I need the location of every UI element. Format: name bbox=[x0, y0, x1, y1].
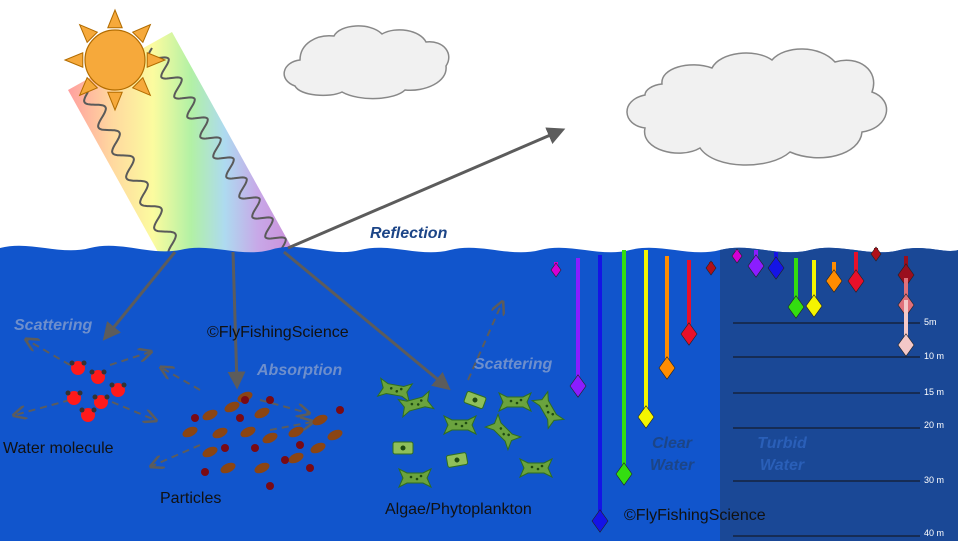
light-penetration-bar bbox=[870, 246, 882, 262]
copyright-label: ©FlyFishingScience bbox=[624, 507, 766, 524]
light-penetration-bar bbox=[731, 248, 743, 264]
water-body bbox=[0, 245, 958, 541]
turbid-water-region bbox=[720, 247, 958, 541]
light-penetration-bar bbox=[591, 255, 609, 533]
turbid-water-label: Water bbox=[760, 457, 805, 474]
algae-icon bbox=[445, 452, 469, 468]
absorption-arrow bbox=[227, 251, 246, 390]
depth-label: 40 m bbox=[924, 528, 944, 538]
algae-icon bbox=[392, 441, 414, 455]
light-penetration-bar bbox=[767, 252, 785, 280]
light-arrows bbox=[102, 127, 566, 391]
clear-water-label: Water bbox=[650, 457, 695, 474]
light-wave bbox=[147, 47, 287, 249]
light-penetration-bar bbox=[805, 260, 823, 318]
particle-icon bbox=[296, 441, 304, 449]
light-penetration-bar bbox=[569, 258, 587, 398]
algae-label: Algae/Phytoplankton bbox=[385, 501, 532, 518]
particle-icon bbox=[254, 407, 270, 419]
light-penetration-bar bbox=[825, 262, 843, 293]
particle-icon bbox=[236, 414, 244, 422]
particle-icon bbox=[281, 456, 289, 464]
water-molecule-icon bbox=[65, 390, 83, 405]
particle-icon bbox=[251, 444, 259, 452]
water-molecule-icon bbox=[109, 382, 127, 397]
particle-icon bbox=[254, 462, 270, 474]
depth-label: 20 m bbox=[924, 420, 944, 430]
algae-icon bbox=[463, 391, 487, 409]
depth-label: 30 m bbox=[924, 475, 944, 485]
light-penetration-bar bbox=[897, 256, 915, 287]
water-molecule-icon bbox=[69, 360, 87, 375]
particle-icon bbox=[310, 442, 326, 454]
scattering-label: Scattering bbox=[474, 356, 552, 373]
depth-label: 5m bbox=[924, 317, 937, 327]
particle-icon bbox=[266, 396, 274, 404]
algae-icon bbox=[442, 414, 478, 436]
particle-icon bbox=[224, 401, 240, 413]
light-penetration-bar bbox=[658, 256, 676, 380]
copyright-label: ©FlyFishingScience bbox=[207, 324, 349, 341]
depth-label: 10 m bbox=[924, 351, 944, 361]
particle-icon bbox=[312, 414, 328, 426]
particle-icon bbox=[201, 468, 209, 476]
particle-icon bbox=[240, 426, 256, 438]
particle-icon bbox=[221, 444, 229, 452]
reflection-arrow bbox=[287, 127, 566, 250]
particle-icon bbox=[266, 482, 274, 490]
sun-icon bbox=[63, 8, 167, 112]
particle-cluster bbox=[182, 391, 344, 490]
particle-icon bbox=[220, 462, 236, 474]
light-penetration-bar bbox=[705, 260, 717, 276]
water-molecule-cluster bbox=[65, 360, 127, 422]
particle-icon bbox=[241, 396, 249, 404]
water-molecule-icon bbox=[79, 407, 97, 422]
particle-icon bbox=[182, 426, 198, 438]
algae-icon bbox=[497, 391, 533, 413]
light-penetration-bar bbox=[897, 300, 915, 357]
algae-cluster bbox=[376, 377, 566, 489]
clear-water-label: Clear bbox=[652, 435, 693, 452]
particle-icon bbox=[262, 432, 278, 444]
light-penetration-bar bbox=[847, 252, 865, 293]
light-penetration-bar bbox=[637, 250, 655, 429]
scatter-dashed-arrows bbox=[15, 303, 502, 466]
particle-icon bbox=[327, 429, 343, 441]
turbid-water-label: Turbid bbox=[757, 435, 808, 452]
cloud-icon bbox=[626, 48, 888, 166]
particle-icon bbox=[336, 406, 344, 414]
algae-icon bbox=[483, 412, 523, 452]
water-molecule-icon bbox=[92, 394, 110, 409]
reflection-label: Reflection bbox=[370, 225, 448, 242]
particle-icon bbox=[288, 452, 304, 464]
particle-icon bbox=[212, 427, 228, 439]
light-penetration-bar bbox=[615, 250, 633, 486]
water-molecule-icon bbox=[89, 369, 107, 384]
particle-icon bbox=[191, 414, 199, 422]
scattering-label: Scattering bbox=[14, 317, 92, 334]
depth-label: 15 m bbox=[924, 387, 944, 397]
depth-scale: 5m 10 m 15 m 20 m 30 m 40 m bbox=[733, 317, 944, 538]
particle-icon bbox=[288, 426, 304, 438]
absorption-label: Absorption bbox=[256, 362, 343, 379]
algae-icon bbox=[518, 457, 554, 479]
algae-icon bbox=[530, 390, 566, 430]
particles-label: Particles bbox=[160, 490, 221, 507]
light-penetration-bar bbox=[747, 250, 765, 278]
algae-icon bbox=[396, 389, 436, 419]
cloud-icon bbox=[283, 25, 450, 100]
clear-water-penetration bbox=[550, 250, 717, 533]
scattering-arrow bbox=[102, 251, 177, 341]
particle-icon bbox=[202, 446, 218, 458]
light-penetration-bar bbox=[680, 260, 698, 346]
light-penetration-bar bbox=[787, 258, 805, 319]
particle-arrow bbox=[283, 250, 451, 391]
algae-icon bbox=[397, 467, 433, 489]
particle-icon bbox=[202, 409, 218, 421]
turbid-water-penetration bbox=[731, 246, 915, 357]
water-molecule-label: Water molecule bbox=[3, 440, 114, 457]
particle-icon bbox=[306, 464, 314, 472]
light-penetration-bar bbox=[550, 262, 562, 278]
